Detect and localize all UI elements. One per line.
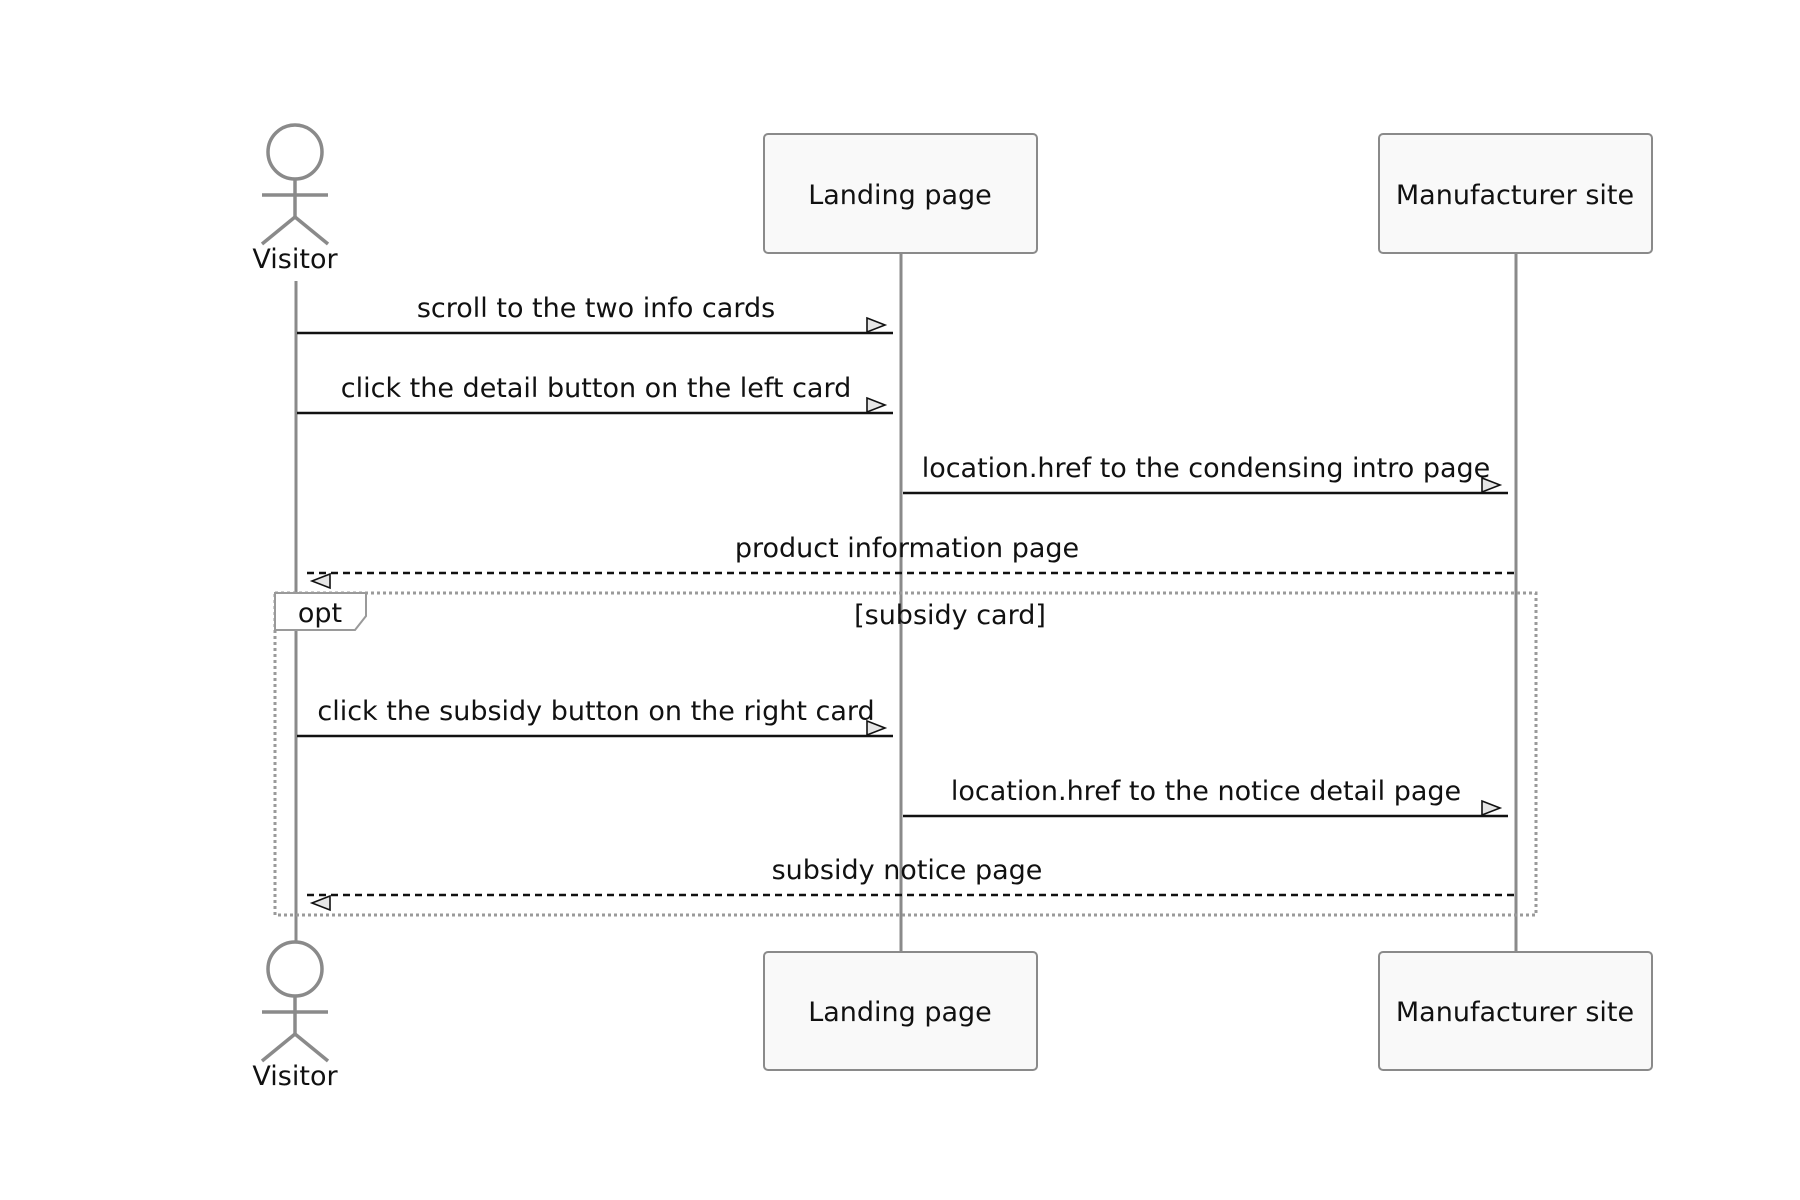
message-label: scroll to the two info cards (417, 293, 775, 324)
actor-label-visitor: Visitor (252, 1061, 338, 1092)
actor-label-visitor: Visitor (252, 244, 338, 275)
message-label: location.href to the condensing intro pa… (922, 453, 1491, 484)
opt-frame-keyword: opt (298, 598, 342, 629)
arrowhead-icon (866, 316, 888, 334)
message-6: location.href to the notice detail page (903, 776, 1508, 818)
message-2: click the detail button on the left card (297, 373, 893, 415)
participant-label-landing-page: Landing page (808, 997, 992, 1028)
arrowhead-icon (1481, 476, 1503, 494)
arrowhead-icon (309, 572, 331, 590)
participant-manufacturer-site-bottom: Manufacturer site (1378, 951, 1653, 1071)
arrowhead-icon (866, 719, 888, 737)
participant-label-manufacturer-site: Manufacturer site (1396, 997, 1634, 1028)
participant-label-manufacturer-site: Manufacturer site (1396, 180, 1634, 211)
participant-label-landing-page: Landing page (808, 180, 992, 211)
message-label: location.href to the notice detail page (951, 776, 1461, 807)
message-label: subsidy notice page (772, 855, 1043, 886)
arrowhead-icon (309, 894, 331, 912)
message-7: subsidy notice page (304, 855, 1514, 912)
message-3: location.href to the condensing intro pa… (903, 453, 1508, 495)
opt-frame-tab (274, 592, 367, 631)
opt-frame: opt [subsidy card] (273, 591, 1538, 917)
actor-head-icon (266, 123, 324, 181)
participant-manufacturer-site-top: Manufacturer site (1378, 133, 1653, 254)
opt-frame-border (273, 591, 1538, 917)
actor-head-icon (266, 940, 324, 998)
participant-landing-page-bottom: Landing page (763, 951, 1038, 1071)
message-4: product information page (304, 533, 1514, 590)
message-label: click the subsidy button on the right ca… (317, 696, 874, 727)
message-label: click the detail button on the left card (341, 373, 851, 404)
message-1: scroll to the two info cards (297, 293, 893, 335)
opt-frame-condition: [subsidy card] (854, 600, 1046, 631)
arrowhead-icon (1481, 799, 1503, 817)
message-label: product information page (735, 533, 1079, 564)
participant-landing-page-top: Landing page (763, 133, 1038, 254)
actor-visitor-bottom: Visitor (252, 940, 338, 1092)
message-5: click the subsidy button on the right ca… (297, 696, 893, 738)
arrowhead-icon (866, 396, 888, 414)
actor-visitor-top: Visitor (252, 123, 338, 275)
